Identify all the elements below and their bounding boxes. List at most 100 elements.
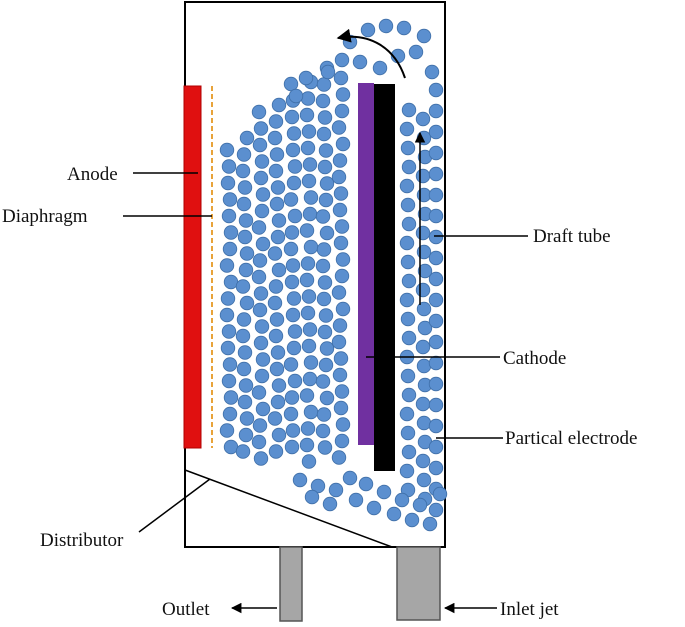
- particle: [335, 87, 351, 102]
- particle: [428, 376, 444, 392]
- particle: [399, 292, 415, 308]
- particle: [302, 322, 318, 337]
- particle: [270, 229, 286, 245]
- particle: [399, 406, 415, 422]
- particle: [401, 330, 417, 346]
- particle: [287, 208, 303, 224]
- particle: [253, 286, 269, 301]
- particle: [331, 450, 347, 465]
- particle: [334, 268, 350, 284]
- particle: [316, 242, 332, 257]
- particle: [283, 357, 299, 372]
- particle: [221, 324, 237, 339]
- particle: [335, 136, 351, 152]
- inlet-jet-pipe: [396, 546, 441, 621]
- particle: [302, 157, 318, 172]
- particle: [332, 318, 348, 333]
- particle: [283, 192, 299, 207]
- particle: [428, 250, 444, 266]
- particle: [416, 244, 432, 260]
- particle: [372, 60, 388, 76]
- particle: [254, 154, 270, 169]
- particle: [238, 213, 254, 228]
- particle: [399, 178, 415, 194]
- particle: [238, 427, 254, 443]
- cathode-label: Cathode: [503, 348, 566, 369]
- particle: [284, 109, 300, 125]
- particle: [358, 476, 374, 492]
- particle: [219, 258, 235, 273]
- particle: [428, 418, 444, 434]
- cathode-electrode: [358, 83, 374, 445]
- particle: [251, 385, 267, 400]
- particle: [284, 274, 300, 290]
- particle: [334, 433, 350, 449]
- particle: [400, 311, 416, 327]
- particle: [221, 159, 237, 174]
- particle: [428, 208, 444, 224]
- particle: [251, 220, 267, 235]
- particle: [331, 334, 347, 350]
- particle: [223, 225, 239, 240]
- particle: [268, 163, 284, 179]
- particle: [253, 335, 269, 351]
- particle: [315, 258, 331, 274]
- particle: [220, 340, 236, 356]
- particle: [404, 512, 420, 528]
- particle: [428, 82, 444, 98]
- particle: [316, 291, 332, 307]
- particle: [416, 28, 432, 44]
- particle: [271, 262, 287, 278]
- particle: [301, 173, 317, 189]
- particle: [333, 70, 349, 86]
- particle: [416, 130, 432, 146]
- particle: [317, 159, 333, 175]
- particle: [299, 388, 315, 403]
- particle: [415, 225, 431, 241]
- particle: [352, 54, 368, 70]
- particle: [366, 500, 382, 516]
- particle: [399, 121, 415, 137]
- particle: [400, 197, 416, 213]
- particle: [428, 460, 444, 476]
- particle: [417, 320, 433, 336]
- particle: [239, 295, 255, 311]
- particle: [400, 368, 416, 384]
- particle: [316, 407, 332, 422]
- particle: [400, 254, 416, 270]
- particle: [401, 159, 417, 175]
- particle: [332, 367, 348, 383]
- particle: [333, 351, 349, 366]
- particle: [416, 187, 432, 203]
- draft-tube-label: Draft tube: [533, 226, 611, 247]
- particle: [424, 64, 440, 80]
- distributor-label: Distributor: [40, 530, 124, 551]
- draft-tube: [374, 84, 395, 471]
- particle: [270, 345, 286, 360]
- particle: [235, 444, 251, 459]
- particle: [238, 262, 254, 278]
- particle: [428, 229, 444, 245]
- particle: [376, 484, 392, 500]
- particle: [333, 400, 349, 416]
- particle: [342, 470, 358, 486]
- particle: [285, 307, 301, 323]
- particle: [399, 463, 415, 479]
- particle: [219, 142, 235, 158]
- particle: [222, 357, 238, 372]
- particle: [267, 130, 283, 146]
- particle: [285, 258, 301, 273]
- particle: [315, 93, 331, 109]
- particle: [422, 516, 438, 532]
- particle: [286, 126, 302, 141]
- particle: [348, 492, 364, 508]
- particle: [412, 497, 428, 513]
- particle: [236, 312, 252, 327]
- particle: [318, 192, 334, 208]
- particle: [328, 482, 344, 498]
- particle: [400, 140, 416, 156]
- particle: [237, 394, 253, 410]
- particle: [315, 209, 331, 224]
- particle: [238, 378, 254, 393]
- particle: [253, 170, 269, 186]
